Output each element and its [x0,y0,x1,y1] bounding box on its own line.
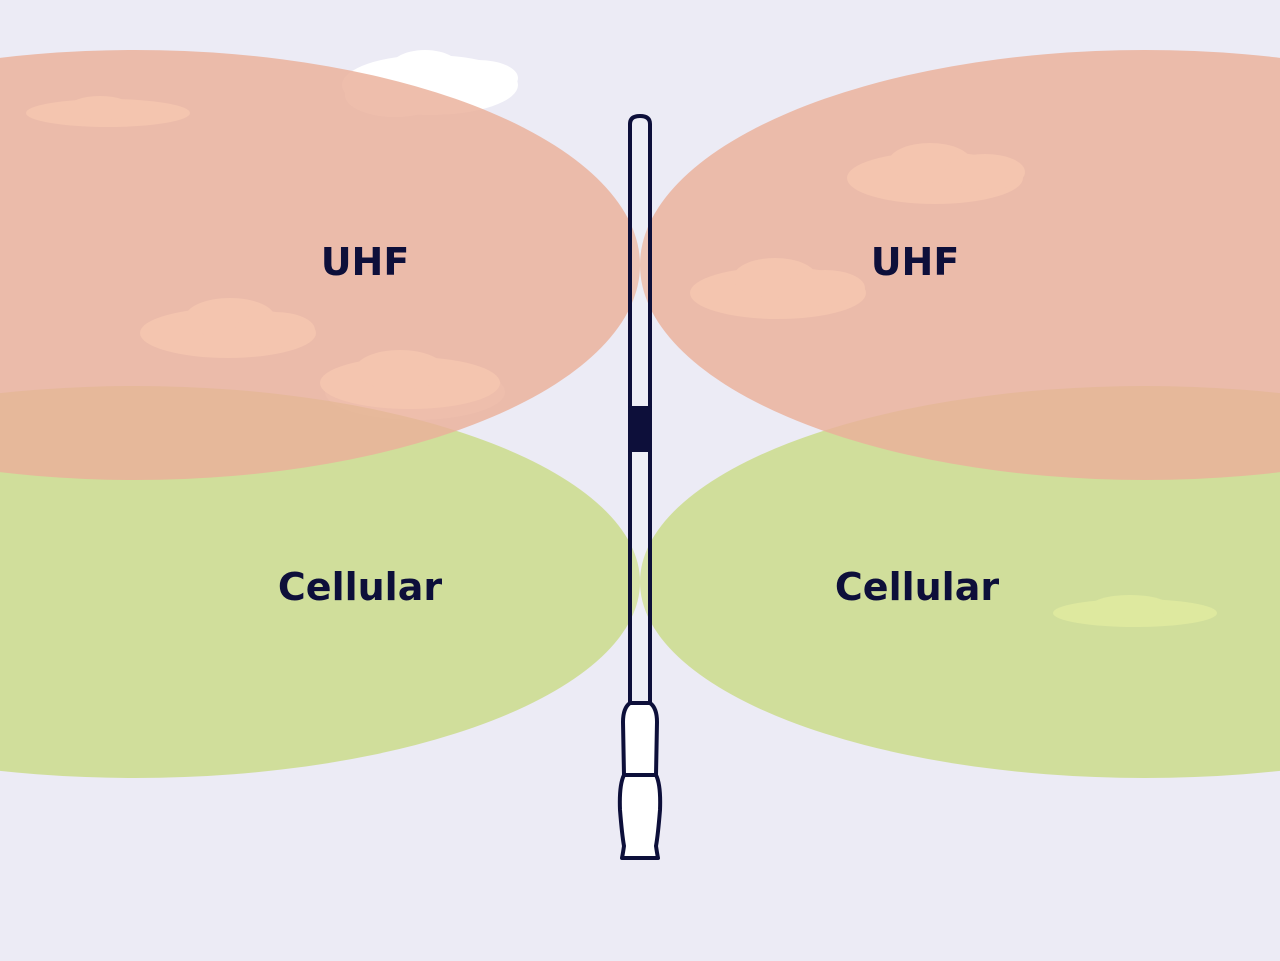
cellular-left-label: Cellular [278,565,442,609]
uhf-lobe-right [640,50,1280,480]
cellular-lobe-right [640,386,1280,778]
antenna-icon [617,114,663,860]
uhf-left-label: UHF [321,240,410,284]
cloud-icon [320,350,500,409]
cloud-icon [140,298,316,358]
uhf-right-label: UHF [871,240,960,284]
cellular-lobe-left [0,386,640,778]
cloud-icon [690,258,866,319]
cloud-icon [847,143,1025,204]
antenna-base-upper [621,701,659,777]
antenna-coil [628,406,652,452]
antenna-base-lower [617,773,663,860]
cloud-icon [26,96,190,127]
cellular-right-label: Cellular [835,565,999,609]
cloud-icon [1053,595,1217,627]
